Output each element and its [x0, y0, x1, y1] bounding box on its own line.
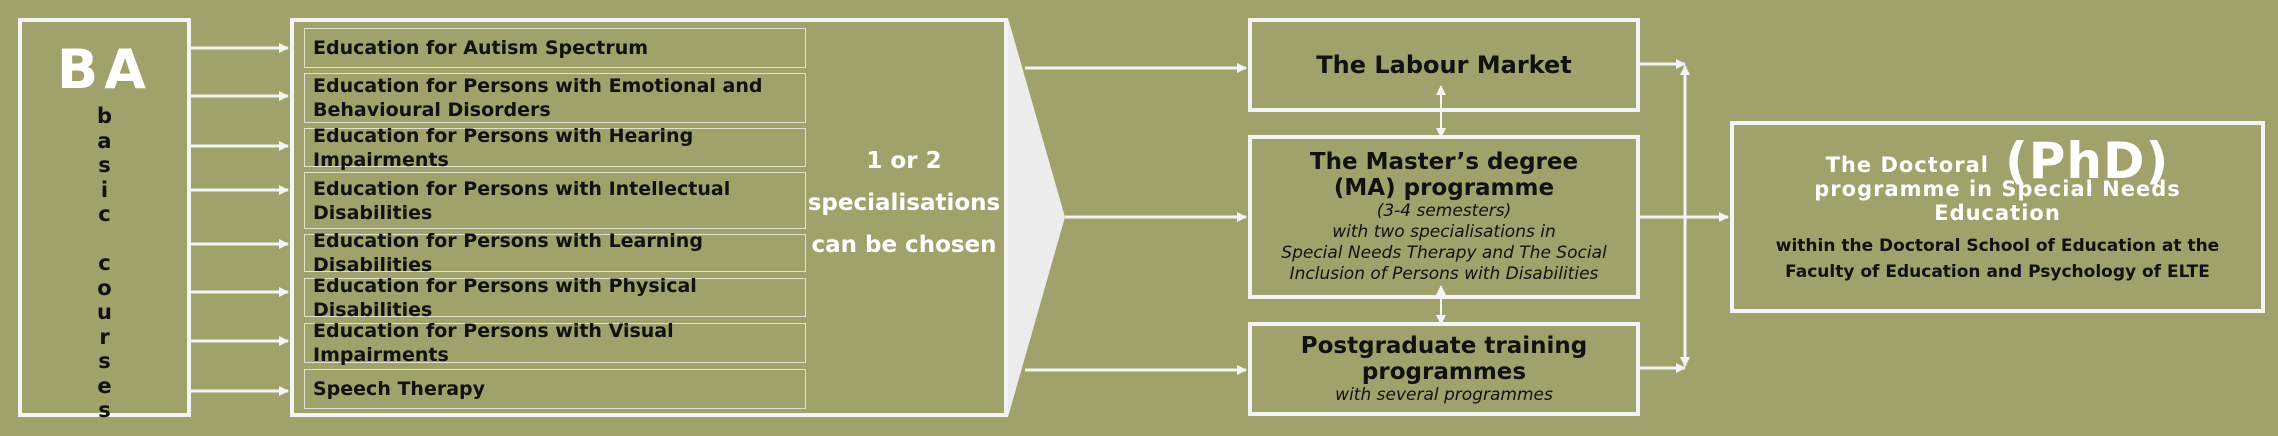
master-box: The Master’s degree (MA) programme (3-4 …	[1248, 135, 1640, 299]
labour-market-title: The Labour Market	[1316, 51, 1572, 79]
specialisation-item: Education for Persons with Physical Disa…	[304, 275, 806, 321]
ba-letter: b	[96, 104, 113, 128]
postgraduate-box: Postgraduate training programmes with se…	[1248, 322, 1640, 416]
specialisations-box: Education for Autism Spectrum Education …	[290, 18, 1008, 417]
phd-title-part: The Doctoral	[1825, 153, 1989, 177]
specialisation-item: Education for Persons with Intellectual …	[304, 172, 806, 229]
postgraduate-detail: with several programmes	[1335, 384, 1553, 405]
master-detail: Special Needs Therapy and The Social	[1281, 243, 1607, 263]
spec-note-line: 1 or 2	[866, 148, 942, 174]
ba-letter: i	[100, 177, 109, 202]
postgraduate-title: Postgraduate training	[1300, 332, 1588, 359]
ba-letter: c	[98, 251, 111, 275]
phd-title-line: Education	[1934, 201, 2061, 225]
specialisation-item: Speech Therapy	[304, 369, 806, 409]
specialisation-item: Education for Autism Spectrum	[304, 28, 806, 68]
phd-abbrev: (PhD)	[2004, 132, 2170, 190]
ba-letter: e	[97, 373, 112, 398]
spec-note-line: can be chosen	[811, 232, 997, 258]
phd-detail: within the Doctoral School of Education …	[1776, 233, 2219, 285]
phd-detail-line: Faculty of Education and Psychology of E…	[1785, 262, 2210, 282]
specialisation-item: Education for Persons with Learning Disa…	[304, 230, 806, 276]
ba-letter: a	[97, 128, 112, 153]
ba-letter: c	[98, 202, 111, 226]
master-title: (MA) programme	[1333, 175, 1555, 201]
ba-letter: u	[97, 300, 112, 324]
spec-note-line: specialisations	[807, 190, 1001, 216]
phd-title-line: The Doctoral(PhD)	[1825, 136, 2170, 186]
specialisation-note: 1 or 2 specialisations can be chosen	[804, 140, 1004, 266]
phd-detail-line: within the Doctoral School of Education …	[1775, 236, 2220, 256]
ba-letter: s	[98, 398, 111, 422]
master-detail: (3-4 semesters)	[1376, 201, 1512, 221]
master-detail: Inclusion of Persons with Disabilities	[1289, 264, 1599, 284]
ba-title: BA	[57, 38, 152, 101]
ba-letter: s	[98, 153, 111, 177]
specialisation-item: Education for Persons with Emotional and…	[304, 73, 806, 123]
phd-title-line: programme in Special Needs	[1814, 177, 2181, 201]
master-detail: with two specialisations in	[1332, 222, 1556, 242]
specialisation-item: Education for Persons with Hearing Impai…	[304, 125, 806, 171]
ba-box: BA b a s i c c o u r s e s	[18, 18, 191, 422]
postgraduate-title: programmes	[1361, 358, 1527, 385]
funnel-shape	[1008, 18, 1065, 417]
phd-box: The Doctoral(PhD) programme in Special N…	[1730, 121, 2265, 313]
ba-letter: r	[99, 324, 110, 349]
specialisation-item: Education for Persons with Visual Impair…	[304, 320, 806, 366]
ba-letter: o	[97, 275, 112, 300]
master-title: The Master’s degree	[1309, 149, 1579, 175]
ba-letter: s	[98, 349, 111, 373]
ba-subtitle: b a s i c c o u r s e s	[22, 104, 187, 423]
labour-market-box: The Labour Market	[1248, 18, 1640, 112]
